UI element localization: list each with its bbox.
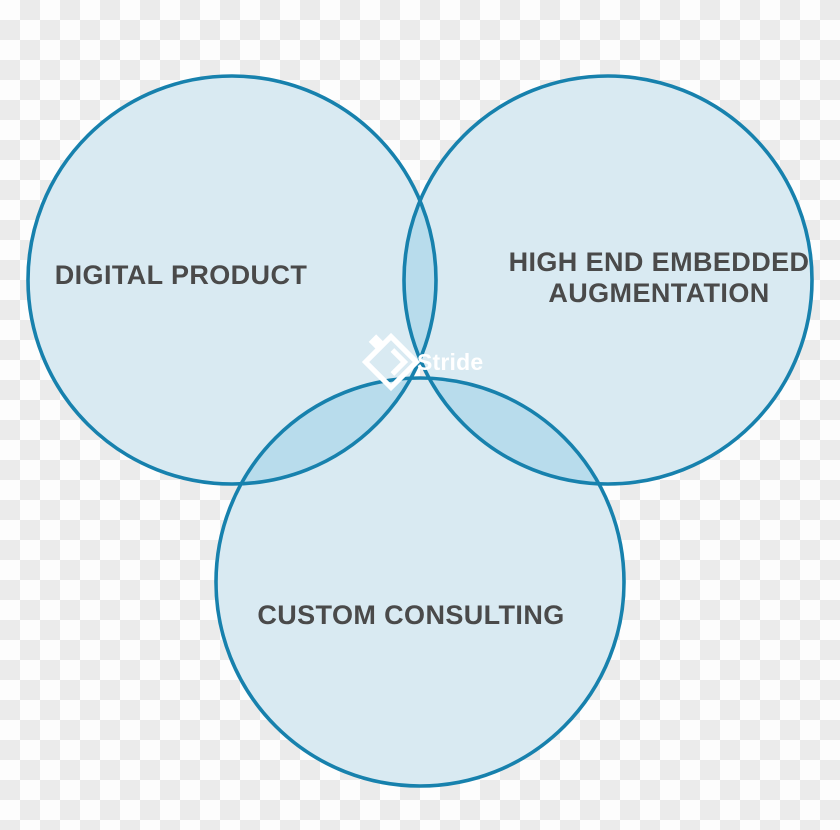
circle-outline-digital-product[interactable] xyxy=(26,74,438,486)
circle-fill-custom-consulting xyxy=(216,378,624,786)
set-label-high-end-embedded-augmentation-line2: AUGMENTATION xyxy=(548,278,769,308)
circle-fill-digital-product xyxy=(28,76,436,484)
set-label-custom-consulting: CUSTOM CONSULTING xyxy=(257,600,564,630)
circle-fill-high-end-embedded-augmentation xyxy=(404,76,812,484)
set-label-high-end-embedded-augmentation-line1: HIGH END EMBEDDED xyxy=(509,247,810,277)
circle-fills xyxy=(28,76,812,786)
logo-outer-diamond xyxy=(361,332,421,392)
circle-outline-high-end-embedded-augmentation[interactable] xyxy=(402,74,814,486)
logo-inner-chevron xyxy=(390,348,409,376)
circle-outline-custom-consulting[interactable] xyxy=(214,376,626,788)
set-label-digital-product: DIGITAL PRODUCT xyxy=(55,260,308,290)
stride-wordmark: Stride xyxy=(417,349,483,375)
circle-outlines xyxy=(26,74,814,788)
